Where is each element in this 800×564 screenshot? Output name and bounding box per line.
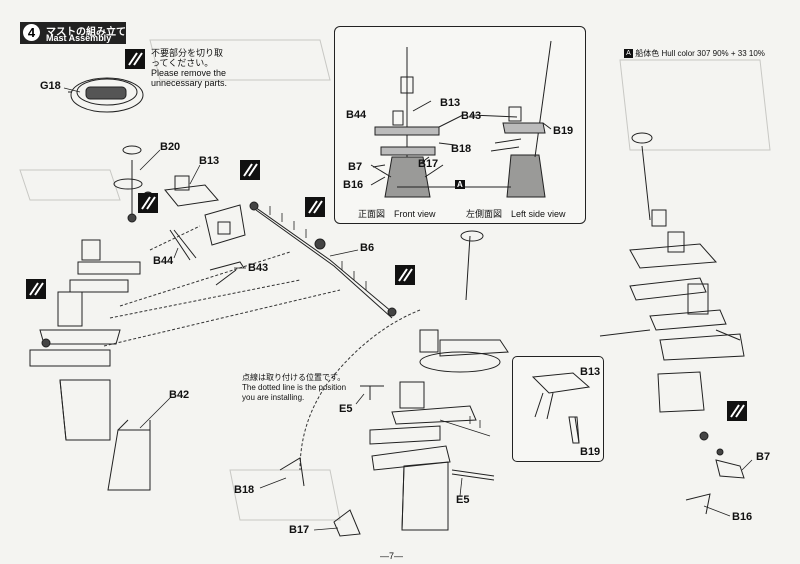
- detail-label-b19: B19: [580, 446, 601, 458]
- inset-label-b17: B17: [418, 158, 439, 170]
- color-note-box: A: [624, 49, 633, 59]
- step-header: 4 マストの組み立て Mast Assembly: [20, 22, 126, 44]
- label-b17: B17: [289, 524, 310, 536]
- remove-note-jp-1: 不要部分を切り取: [151, 48, 224, 58]
- color-note: A 船体色 Hull color 307 90% + 33 10%: [624, 48, 765, 59]
- inset-drawing: [370, 40, 552, 198]
- step-title-jp: マストの組み立て: [46, 27, 126, 38]
- detail-inset: [512, 356, 604, 462]
- marker-a: A: [455, 180, 465, 189]
- dotted-note-en-1: The dotted line is the position: [242, 383, 347, 392]
- label-g18: G18: [40, 80, 61, 92]
- label-b20: B20: [160, 141, 181, 153]
- remove-note-en-1: Please remove the: [151, 68, 227, 78]
- label-b43: B43: [248, 262, 269, 274]
- inset-label-b16: B16: [343, 179, 364, 191]
- label-b44: B44: [153, 255, 174, 267]
- inset-label-b19: B19: [553, 125, 574, 137]
- step-title-en: Mast Assembly: [46, 33, 112, 43]
- detail-label-b13: B13: [580, 366, 601, 378]
- side-view-caption: 左側面図 Left side view: [466, 209, 566, 219]
- view-inset: [334, 26, 586, 224]
- detail-drawing: [531, 372, 591, 444]
- label-b6: B6: [360, 242, 375, 254]
- dotted-line-note: 点線は取り付ける位置です。 The dotted line is the pos…: [242, 373, 346, 403]
- label-b16: B16: [732, 511, 753, 523]
- inset-label-b7: B7: [348, 161, 363, 173]
- label-b42: B42: [169, 389, 190, 401]
- label-b7: B7: [756, 451, 771, 463]
- page-number: —7—: [380, 551, 404, 561]
- label-e5-right: E5: [456, 494, 470, 506]
- dotted-note-jp: 点線は取り付ける位置です。: [242, 373, 346, 382]
- color-note-formula: 307 90% + 33 10%: [697, 49, 765, 58]
- remove-note-jp-2: ってください。: [151, 58, 214, 68]
- dotted-note-en-2: you are installing.: [242, 393, 305, 402]
- color-note-en: Hull color: [661, 49, 695, 58]
- step-number: 4: [23, 24, 40, 41]
- color-note-jp: 船体色: [635, 49, 660, 58]
- label-b13: B13: [199, 155, 220, 167]
- inset-label-b18: B18: [451, 143, 472, 155]
- inset-label-b43: B43: [461, 110, 482, 122]
- label-e5-left: E5: [339, 403, 353, 415]
- inset-label-b13: B13: [440, 97, 461, 109]
- remove-note: 不要部分を切り取 ってください。 Please remove the unnec…: [151, 48, 227, 88]
- remove-note-en-2: unnecessary parts.: [151, 78, 228, 88]
- inset-label-b44: B44: [346, 109, 367, 121]
- label-b18: B18: [234, 484, 255, 496]
- front-view-caption: 正面図 Front view: [358, 209, 436, 219]
